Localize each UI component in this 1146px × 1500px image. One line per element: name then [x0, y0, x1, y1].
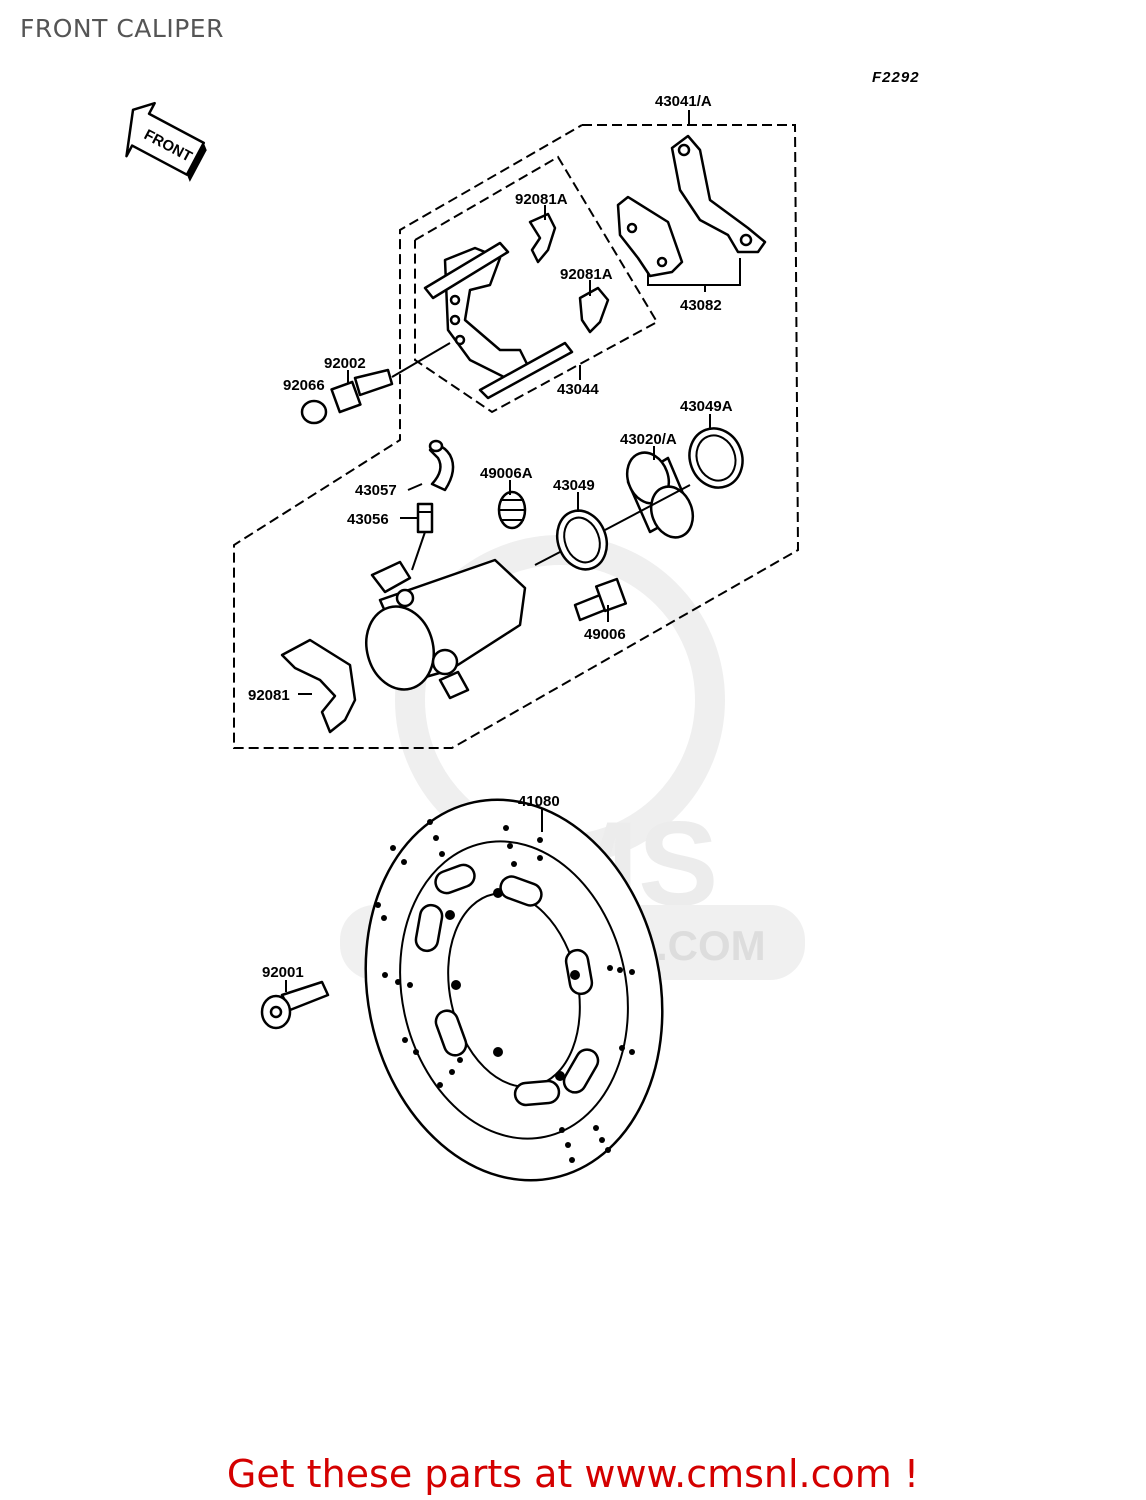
figure-code: F2292 [872, 69, 920, 86]
pin-bolt [330, 368, 394, 414]
brake-disc [364, 798, 664, 1182]
piston-seal-a [688, 427, 744, 489]
pad-spring-lower [578, 286, 610, 334]
label-49006A: 49006A [480, 465, 533, 482]
piston-seal [555, 509, 609, 571]
label-43041A: 43041/A [655, 93, 712, 110]
bracket-subframe [414, 155, 659, 414]
label-43020A: 43020/A [620, 431, 677, 448]
front-arrow-icon: FRONT [125, 101, 207, 182]
label-43056: 43056 [347, 511, 389, 528]
leader-lines [285, 110, 711, 992]
label-92002: 92002 [324, 355, 366, 372]
pad-spring [280, 638, 357, 734]
pad-spring-upper [528, 212, 557, 264]
bleed-valve [411, 502, 434, 571]
exploded-diagram: CMS WWW.CMSNL.COM F2292 FRONT [125, 69, 920, 1182]
caliper-body [365, 558, 527, 700]
label-43082: 43082 [680, 297, 722, 314]
footer-link[interactable]: Get these parts at www.cmsnl.com ! [226, 1452, 920, 1496]
brake-pad-inner [616, 195, 684, 278]
bleeder-bolt [573, 577, 628, 622]
label-92001: 92001 [262, 964, 304, 981]
label-92066: 92066 [283, 377, 325, 394]
cap [300, 399, 328, 425]
caliper-bracket [423, 241, 574, 400]
label-41080: 41080 [518, 793, 560, 810]
bleed-valve-cap [428, 444, 455, 492]
disc-bolt [260, 980, 330, 1030]
label-49006: 49006 [584, 626, 626, 643]
label-43044: 43044 [557, 381, 599, 398]
label-92081A-lower: 92081A [560, 266, 613, 283]
piston [625, 451, 695, 539]
caliper-assembly-frame [233, 124, 800, 749]
label-92081: 92081 [248, 687, 290, 704]
dust-boot [497, 490, 527, 530]
page-title: FRONT CALIPER [20, 14, 224, 43]
label-43049: 43049 [553, 477, 595, 494]
label-92081A-upper: 92081A [515, 191, 568, 208]
label-43057: 43057 [355, 482, 397, 499]
brake-pad-outer [670, 134, 767, 254]
label-43049A: 43049A [680, 398, 733, 415]
